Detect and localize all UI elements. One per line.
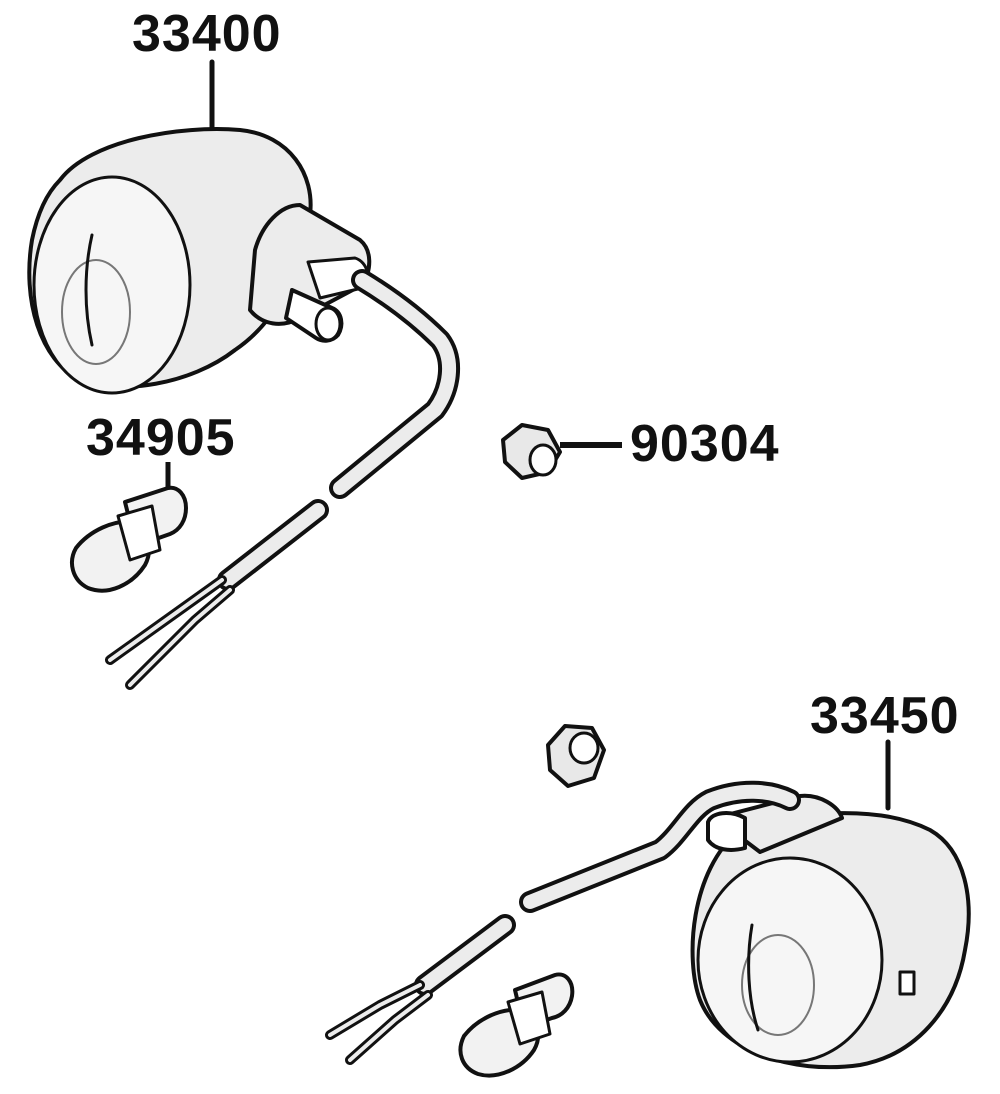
lamp-lens xyxy=(32,175,192,395)
bulb-secondary-collar xyxy=(506,990,552,1046)
nut-90304 xyxy=(501,423,622,480)
part-number-34905: 34905 xyxy=(86,409,236,467)
mounting-stud-end xyxy=(314,306,342,342)
part-number-33400: 33400 xyxy=(132,5,282,63)
bulb-34905 xyxy=(70,462,188,593)
mounting-stud-rear xyxy=(706,811,747,852)
lamp-lens-inner xyxy=(61,259,131,365)
lamp-cable xyxy=(329,269,461,499)
nut-hole xyxy=(528,443,558,477)
part-number-90304: 90304 xyxy=(630,415,780,473)
nut-secondary xyxy=(546,724,606,788)
bulb-secondary xyxy=(458,972,575,1078)
lamp-lens-inner-rear xyxy=(741,934,815,1036)
lens-highlight xyxy=(84,233,94,347)
turn-signal-lamp-33400 xyxy=(27,59,461,690)
nut-secondary-hole xyxy=(568,731,600,765)
lamp-lens-rear xyxy=(696,856,884,1064)
bulb-collar xyxy=(116,504,162,562)
part-number-33450: 33450 xyxy=(810,687,960,745)
turn-signal-lamp-33450 xyxy=(325,739,971,1070)
lamp-side-tab xyxy=(898,970,916,996)
